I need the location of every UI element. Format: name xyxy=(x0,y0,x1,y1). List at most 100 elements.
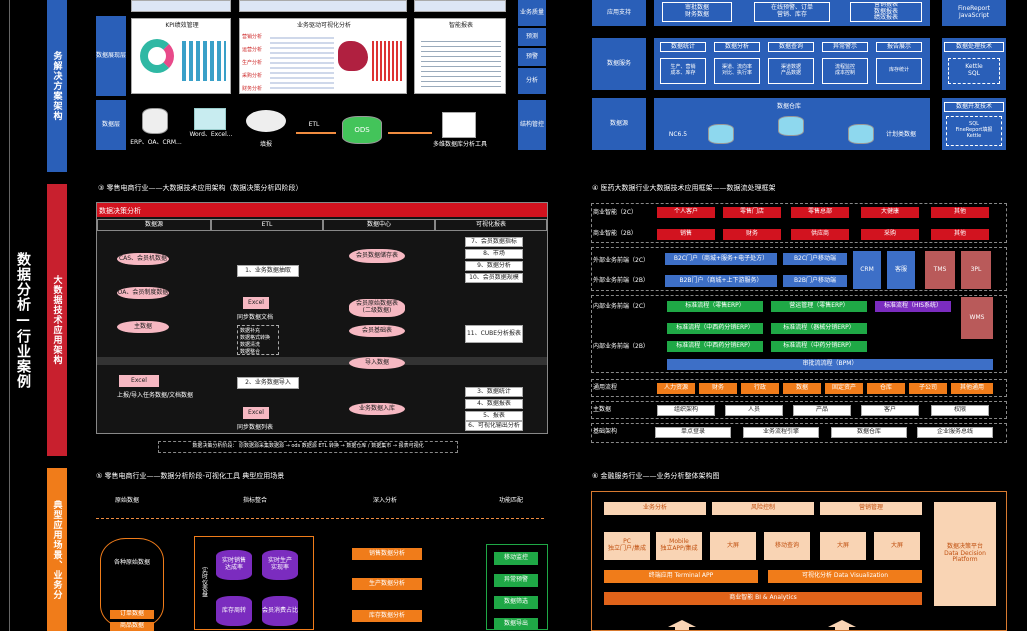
etl-extract: 1、业务数据抽取 xyxy=(237,265,299,277)
app-support-cell-1: 审批数据 财务数据 xyxy=(662,2,732,22)
nc-label: NC6.5 xyxy=(668,130,688,138)
mid-crm: CRM xyxy=(853,251,881,289)
fin-bottom-arrow-1 xyxy=(668,620,696,630)
top-right-diagram: 应用支持 审批数据 财务数据 在线预警、订单 营销、库存 营销报表 数据报表 绩… xyxy=(590,0,1010,150)
visual-analysis-map xyxy=(338,41,368,71)
analysis-production: 生产数据分析 xyxy=(352,578,422,590)
tool-icon xyxy=(442,112,476,138)
bi-2b-4: 采购 xyxy=(861,229,919,240)
document-stack-icon xyxy=(194,108,226,130)
app-support-side: FineReport JavaScript xyxy=(942,0,1006,26)
app-support-label: 应用支持 xyxy=(592,0,646,26)
master-block xyxy=(591,401,1007,419)
etl-note-4: 数据整合 xyxy=(240,349,261,355)
data-service-row: 数据统计 数据分析 数据查询 异常警示 报告展示 生产、营销 成本、库存 渠道、… xyxy=(654,38,930,90)
cube-2: 实时生产 实现率 xyxy=(262,550,298,580)
etl-note-1: 数据补充 xyxy=(240,328,261,334)
ods-database: ODS xyxy=(342,116,382,144)
bi-2c-4: 大健康 xyxy=(861,207,919,218)
section5-diagram: 原始数据 指标整合 深入分析 功能匹配 各种原始数据 订单数据 商品数据 实时仪… xyxy=(96,492,548,631)
bi-2c-1: 个人客户 xyxy=(657,207,715,218)
general-block xyxy=(591,379,1007,397)
bi-2b-2: 财务 xyxy=(723,229,781,240)
raw-data-label: 各种原始数据 xyxy=(113,558,150,566)
cloud-source-label: 填报 xyxy=(259,140,272,148)
wms-box: WMS xyxy=(961,297,993,339)
visual-analysis-panel: 业务驱动可视化分析 营销分析 运营分析 生产分析 采购分析 财务分析 xyxy=(239,18,407,94)
col-header-source: 数据源 xyxy=(97,219,211,231)
base-1: 单点登录 xyxy=(655,427,731,438)
viz-9: 9、数据分析 xyxy=(465,261,523,271)
function-export: 数据导出 xyxy=(494,618,538,630)
data-dev-title: 数据开发技术 xyxy=(944,102,1004,112)
general-8: 其他通用 xyxy=(951,383,993,394)
function-mobile: 移动监控 xyxy=(494,552,538,565)
viz-10: 10、会员数据规模 xyxy=(465,273,523,283)
bi-2c-3: 零售总部 xyxy=(791,207,849,218)
right-label-analysis: 分析 xyxy=(518,68,546,94)
general-3: 行政 xyxy=(741,383,779,394)
master-1: 组织架构 xyxy=(657,405,715,416)
viz-5: 5、报表 xyxy=(465,411,523,421)
bi-2b-5: 其他 xyxy=(931,229,989,240)
data-service-label: 数据服务 xyxy=(592,38,646,90)
viz-3: 3、数据统计 xyxy=(465,387,523,397)
general-6: 仓库 xyxy=(867,383,905,394)
section3-mid-band xyxy=(97,357,547,365)
viz-6: 6、可视化输出分析 xyxy=(465,421,523,431)
internal-2b-label: 内部业务前端（2B） xyxy=(593,342,649,350)
kpi-panel: KPI绩效管理 xyxy=(131,18,231,94)
master-5: 权限 xyxy=(931,405,989,416)
erp-database-icon xyxy=(142,108,168,134)
app-support-cell-3: 营销报表 数据报表 绩效报表 xyxy=(850,2,922,22)
etl-label: ETL xyxy=(308,120,320,128)
fin-bi: 商业智能 BI & Analytics xyxy=(604,592,922,605)
visual-analysis-chart xyxy=(372,41,404,81)
kpi-panel-title: KPI绩效管理 xyxy=(165,21,199,29)
word-source-label: Word、Excel... xyxy=(189,130,233,138)
bi-2c-2: 零售门店 xyxy=(723,207,781,218)
right-label-structure: 结构管控 xyxy=(518,100,546,150)
data-service-title-2: 数据分析 xyxy=(714,42,760,52)
etl-note-2: 数据格式转换 xyxy=(240,335,271,341)
section4-diagram: 商业智能（2C） 个人客户 零售门店 零售总部 大健康 其他 商业智能（2B） … xyxy=(591,203,1007,443)
data-dev-side: 数据开发技术 SQL FineReport填报 Kettle xyxy=(942,98,1006,150)
warehouse-cylinder-1 xyxy=(708,124,734,144)
fin-mid-5: 大屏 xyxy=(820,532,866,560)
source-master: 主数据 xyxy=(117,321,169,333)
section3-flow: 数据决策分析阶段： 原数据源采集数据源 → ods 数据源 ETL 转换 → 数… xyxy=(158,441,458,453)
center-basic: 会员基础表 xyxy=(349,325,405,337)
fin-mid-6: 大屏 xyxy=(874,532,920,560)
data-service-title-5: 报告展示 xyxy=(876,42,922,52)
etl-excel-2: Excel xyxy=(243,407,269,419)
internal-4: 标准流程（中西药分销ERP） xyxy=(667,323,763,334)
big-data-category-bar: 大数据技术应用架构 xyxy=(47,184,67,456)
mid-tms: TMS xyxy=(925,251,955,289)
cube-3: 库存周转 xyxy=(216,596,252,626)
analysis-sales: 销售数据分析 xyxy=(352,548,422,560)
stage-line xyxy=(96,518,544,519)
fin-bottom-arrow-2 xyxy=(828,620,856,630)
bpm-bar: 审批流流程（BPM） xyxy=(667,359,993,370)
menu-item-4: 采购分析 xyxy=(242,73,263,79)
general-label: 通用流程 xyxy=(593,384,618,392)
front-2b-label: 外部业务前端（2B） xyxy=(593,276,649,284)
data-processing-side: 数据处理技术 Kettle SQL xyxy=(942,38,1006,90)
master-4: 客户 xyxy=(861,405,919,416)
bi-2b-1: 销售 xyxy=(657,229,715,240)
section3-title: ③ 零售电商行业——大数据技术应用架构（数据决策分析四阶段） xyxy=(98,184,303,192)
app-support-cell-2: 在线预警、订单 营销、库存 xyxy=(754,2,830,22)
warehouse-cylinder-3 xyxy=(848,124,874,144)
data-service-sub-2: 渠道、流向率 对比、执行率 xyxy=(714,58,760,84)
kpi-donut-chart xyxy=(140,39,174,73)
menu-item-3: 生产分析 xyxy=(242,60,263,66)
front-item-4: B2B门户移动端 xyxy=(783,275,847,287)
col-header-center: 数据中心 xyxy=(323,219,435,231)
left-divider xyxy=(9,0,10,631)
base-4: 企业服务总线 xyxy=(917,427,993,438)
fin-mid-1: PC 独立门户/集成 xyxy=(604,532,650,560)
data-layer-label: 数据层 xyxy=(96,100,126,150)
typical-category-bar: 典型应用场景、业务分 xyxy=(47,468,67,631)
etl-doc-1: 同步数据文档 xyxy=(236,313,273,321)
general-7: 子公司 xyxy=(909,383,947,394)
